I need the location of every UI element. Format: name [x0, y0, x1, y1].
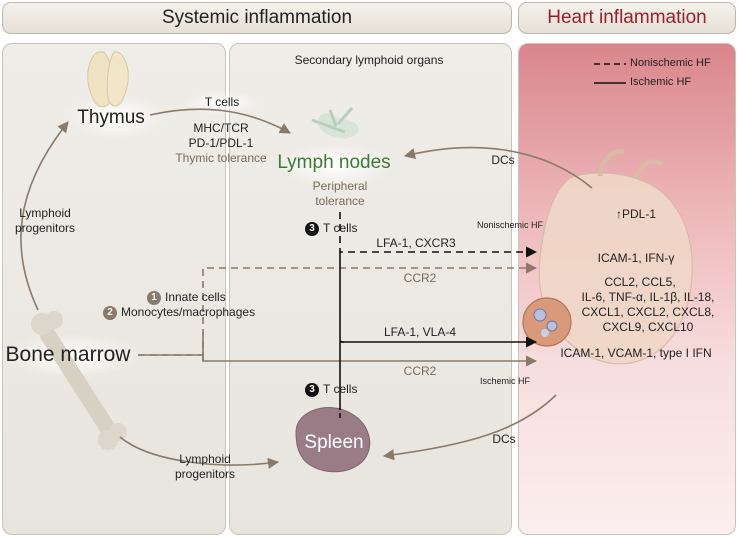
- lfa1-vla4-label: LFA-1, VLA-4: [383, 325, 457, 339]
- thymus-glow: [63, 95, 167, 139]
- lymph-node-organ: [311, 107, 359, 139]
- lymphoid-progenitors-bottom-2: progenitors: [174, 467, 236, 481]
- innate-dashed-arrow: [138, 262, 538, 356]
- t-cells-3a-item: 3 T cells: [305, 221, 357, 236]
- t-cells-top-label: T cells: [204, 95, 240, 109]
- innate-cells-label: Innate cells: [165, 290, 226, 304]
- t-cells-3b-label: T cells: [323, 382, 358, 396]
- thymus-organ: [87, 51, 129, 108]
- cytokines-line-2: IL-6, TNF-α, IL-1β, IL-18,: [581, 290, 715, 304]
- heart-to-lymph-dcs-arrow: [403, 146, 593, 189]
- spleen-organ: [295, 407, 371, 473]
- bone-marrow-glow: [2, 334, 142, 378]
- lymph-nodes-label: Lymph nodes: [277, 152, 391, 173]
- legend-nonischemic: Nonischemic HF: [630, 57, 711, 69]
- badge-3b: 3: [305, 383, 319, 397]
- lymphoid-progenitors-bottom-1: Lymphoid: [179, 452, 231, 466]
- lymphoid-progenitors-left-2: progenitors: [14, 221, 76, 235]
- thymic-tolerance-label: Thymic tolerance: [175, 151, 267, 165]
- dcs-bottom-label: DCs: [492, 432, 516, 446]
- icam-ifn-label: ICAM-1, IFN-γ: [597, 251, 675, 265]
- ccr2-bottom-label: CCR2: [403, 364, 437, 378]
- lfa1-cxcr3-label: LFA-1, CXCR3: [376, 236, 456, 250]
- innate-cells-item: 1 Innate cells: [147, 290, 226, 305]
- heart-organ: [522, 149, 693, 365]
- dcs-top-label: DCs: [491, 153, 515, 167]
- heart-inflammation-header: Heart inflammation: [518, 2, 736, 34]
- heart-to-spleen-dcs-arrow: [382, 394, 557, 461]
- systemic-inflammation-header: Systemic inflammation: [2, 2, 512, 34]
- thymus-to-lymph-arrow: [149, 108, 291, 134]
- secondary-lymphoid-title: Secondary lymphoid organs: [294, 53, 444, 67]
- legend-ischemic: Ischemic HF: [630, 76, 692, 88]
- cytokines-line-3: CXCL1, CXCL2, CXCL8,: [581, 305, 715, 319]
- badge-2: 2: [103, 306, 117, 320]
- badge-1: 1: [147, 291, 161, 305]
- innate-solid-arrow: [138, 354, 538, 367]
- peripheral-tolerance-label-2: tolerance: [315, 194, 365, 208]
- pdl1-label: ↑PDL-1: [615, 207, 657, 221]
- monocytes-item: 2 Monocytes/macrophages: [103, 305, 255, 320]
- bone-organ: [31, 311, 127, 450]
- spleen-label: Spleen: [304, 432, 364, 453]
- peripheral-tolerance-label-1: Peripheral: [312, 179, 368, 193]
- nonischemic-hf-label: Nonischemic HF: [476, 220, 544, 230]
- badge-3a: 3: [305, 222, 319, 236]
- icam-vcam-label: ICAM-1, VCAM-1, type I IFN: [560, 346, 712, 360]
- bone-to-spleen-arrow: [119, 436, 280, 469]
- lymphoid-progenitors-left-1: Lymphoid: [19, 206, 71, 220]
- ccr2-top-label: CCR2: [403, 271, 437, 285]
- monocytes-label: Monocytes/macrophages: [121, 305, 256, 319]
- pd1-label: PD-1/PDL-1: [188, 136, 254, 150]
- mhc-tcr-label: MHC/TCR: [193, 121, 249, 135]
- secondary-lymphoid-panel: [229, 43, 512, 535]
- spleen-t-cells-path: [339, 341, 344, 410]
- cytokines-line-4: CXCL9, CXCL10: [602, 320, 694, 334]
- bone-marrow-label: Bone marrow: [5, 343, 131, 366]
- t-cells-3a-label: T cells: [323, 221, 358, 235]
- cytokines-line-1: CCL2, CCL5,: [604, 275, 676, 289]
- bone-to-thymus-arrow: [20, 121, 69, 311]
- lymph-glow: [275, 143, 395, 187]
- t-cells-3b-item: 3 T cells: [305, 382, 357, 397]
- ischemic-hf-label: Ischemic HF: [479, 376, 531, 386]
- thymus-label: Thymus: [77, 107, 145, 128]
